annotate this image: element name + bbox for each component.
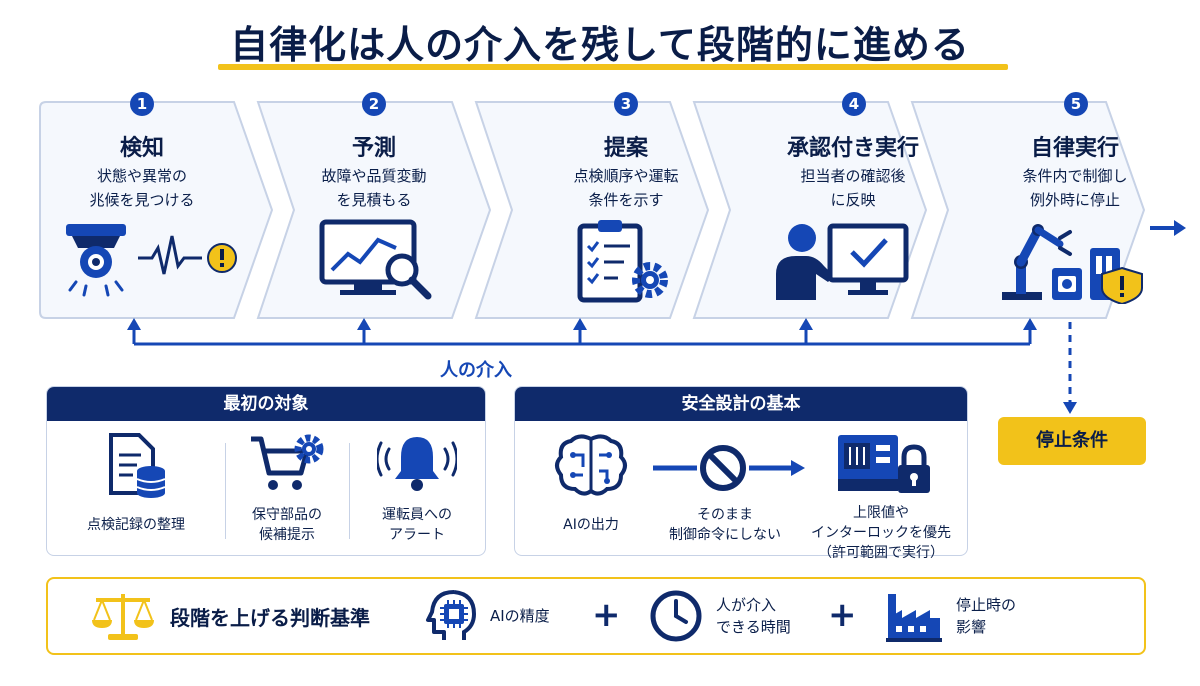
criteria-item-label: できる時間 xyxy=(716,618,791,636)
target-item-parts: 保守部品の 候補提示 xyxy=(227,431,347,545)
step-3-title: 提案 xyxy=(603,136,648,161)
safety-design-header: 安全設計の基本 xyxy=(515,387,967,421)
criteria-item-intervention-time: 人が介入 できる時間 xyxy=(648,579,791,653)
brain-circuit-icon xyxy=(555,434,627,496)
clock-icon xyxy=(650,590,702,642)
step-1: 1 検知 状態や異常の 兆候を見つける xyxy=(38,92,274,320)
step-2: 2 予測 故障や品質変動 を見積もる xyxy=(256,92,492,320)
safety-item-no-direct-control: そのまま 制御命令にしない xyxy=(651,505,799,545)
controller-lock-icon xyxy=(838,435,930,493)
safety-item-interlock: 上限値や インターロックを優先 （許可範囲で実行） xyxy=(797,431,965,563)
step-4-number: 4 xyxy=(842,92,866,116)
target-item-label: 運転員への xyxy=(382,507,452,523)
human-intervention-label: 人の介入 xyxy=(440,360,512,381)
target-item-records: 点検記録の整理 xyxy=(53,431,219,535)
cart-gear-icon xyxy=(251,434,324,490)
page-title: 自律化は人の介入を残して段階的に進める xyxy=(230,23,970,67)
safety-item-ai-output: AIの出力 xyxy=(539,431,643,535)
target-item-label: 保守部品の xyxy=(252,507,322,523)
step-5-chevron xyxy=(910,101,1146,319)
plus-icon: + xyxy=(592,595,621,635)
monitor-magnifier-icon xyxy=(319,219,432,300)
plus-icon: + xyxy=(828,595,857,635)
steps-row: 1 検知 状態や異常の 兆候を見つける 2 予測 故障 xyxy=(38,92,1148,320)
first-targets-header: 最初の対象 xyxy=(47,387,485,421)
step-2-chevron xyxy=(256,101,492,319)
stop-condition-box: 停止条件 xyxy=(998,417,1146,465)
safety-item-label: AIの出力 xyxy=(563,517,619,533)
criteria-title: 段階を上げる判断基準 xyxy=(170,605,370,630)
step-3-desc: 点検順序や運転 条件を示す xyxy=(573,167,679,209)
criteria-item-label: 人が介入 xyxy=(716,596,777,614)
target-item-label: アラート xyxy=(389,527,445,543)
step-3: 3 提案 点検順序や運転 条件を示す xyxy=(474,92,710,320)
step-5: 5 自律実行 条件内で制御し 例外時に停止 xyxy=(910,92,1146,320)
flow-arrow-icon xyxy=(1150,220,1186,236)
safety-item-label: インターロックを優先 xyxy=(811,525,951,541)
prohibited-icon xyxy=(653,445,805,491)
safety-item-label: そのまま xyxy=(697,507,753,523)
step-1-number: 1 xyxy=(130,92,154,116)
criteria-item-stop-impact: 停止時の 影響 xyxy=(884,579,1016,653)
step-2-title: 予測 xyxy=(351,136,396,161)
step-2-number: 2 xyxy=(362,92,386,116)
safety-item-label: 制御命令にしない xyxy=(669,527,781,543)
document-database-icon xyxy=(109,433,166,498)
panel-divider xyxy=(225,443,226,539)
target-item-alert: 運転員への アラート xyxy=(353,431,481,545)
step-1-desc: 状態や異常の 兆候を見つける xyxy=(89,167,195,209)
step-2-desc: 故障や品質変動 を見積もる xyxy=(321,167,427,209)
safety-item-label: （許可範囲で実行） xyxy=(818,545,944,561)
step-4-desc: 担当者の確認後 に反映 xyxy=(800,167,906,209)
panel-divider xyxy=(349,443,350,539)
step-5-title: 自律実行 xyxy=(1030,136,1119,161)
step-4: 4 承認付き実行 担当者の確認後 に反映 xyxy=(692,92,928,320)
criteria-item-text: 停止時の 影響 xyxy=(956,594,1016,638)
criteria-item-label: 影響 xyxy=(956,618,987,636)
safety-design-panel: 安全設計の基本 AIの出力 そのまま 制御命令にしない xyxy=(514,386,968,561)
step-3-number: 3 xyxy=(614,92,638,116)
target-item-label: 点検記録の整理 xyxy=(87,517,185,533)
bell-icon xyxy=(375,437,459,491)
factory-icon xyxy=(886,594,942,642)
criteria-item-text: 人が介入 できる時間 xyxy=(716,594,791,638)
criteria-item-label: 停止時の xyxy=(956,596,1017,614)
scales-icon xyxy=(92,594,154,640)
person-approval-icon xyxy=(776,223,909,300)
step-5-desc: 条件内で制御し 例外時に停止 xyxy=(1022,167,1128,209)
title-underline xyxy=(218,64,1008,70)
step-5-number: 5 xyxy=(1064,92,1088,116)
step-4-title: 承認付き実行 xyxy=(786,136,919,161)
criteria-title-item: 段階を上げる判断基準 xyxy=(88,579,370,653)
safety-item-label: 上限値や xyxy=(853,505,909,521)
step-1-title: 検知 xyxy=(119,136,164,161)
checklist-gear-icon xyxy=(577,220,668,303)
camera-alert-icon xyxy=(66,224,237,297)
robot-arm-shield-icon xyxy=(1002,224,1143,304)
head-chip-icon xyxy=(426,590,477,640)
criteria-item-accuracy: AIの精度 xyxy=(424,579,550,653)
first-targets-panel: 最初の対象 点検記録の整理 保守部品の 候補提示 xyxy=(46,386,486,556)
criteria-bar: 段階を上げる判断基準 AIの精度 + 人が介入 できる時間 + xyxy=(46,577,1146,655)
target-item-label: 候補提示 xyxy=(259,527,315,543)
criteria-item-label: AIの精度 xyxy=(490,607,550,625)
